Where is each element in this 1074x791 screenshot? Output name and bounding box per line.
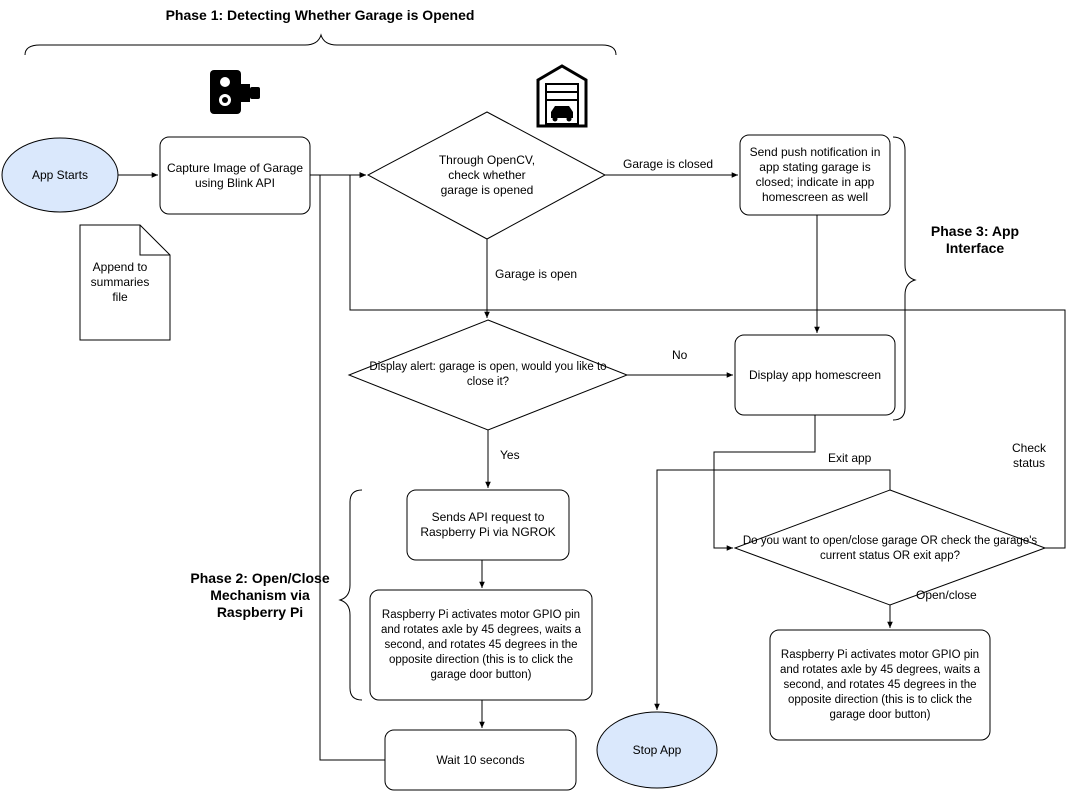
- app-starts-label: App Starts: [31, 167, 89, 182]
- phase1-title: Phase 1: Detecting Whether Garage is Ope…: [165, 7, 475, 23]
- append-label: Append to summaries file: [90, 260, 150, 304]
- phase2-brace: [338, 489, 363, 701]
- stop-node: [596, 711, 718, 789]
- phase3-brace: [892, 136, 917, 421]
- edge-choice-check: [349, 172, 1066, 549]
- api-label: Sends API request to Raspberry Pi via NG…: [420, 510, 556, 539]
- pi1-node: [369, 589, 593, 701]
- push-node: [739, 134, 891, 216]
- edge-wait-loop: [319, 172, 385, 761]
- camera-icon: [210, 70, 260, 114]
- stop-label: Stop App: [632, 742, 682, 757]
- capture-label: Capture Image of Garage using Blink API: [166, 160, 304, 190]
- edge-homescreen-choice: [713, 415, 816, 551]
- append-node-fold: [139, 225, 170, 256]
- edge-label-closed: Garage is closed: [623, 157, 714, 171]
- api-node: [406, 489, 570, 561]
- alert-label: Display alert: garage is open, would you…: [369, 361, 607, 388]
- choice-label: Do you want to open/close garage OR chec…: [742, 535, 1038, 562]
- pi2-label: Raspberry Pi activates motor GPIO pin an…: [779, 648, 981, 721]
- edge-label-no: No: [672, 348, 688, 362]
- edge-label-yes: Yes: [500, 448, 520, 462]
- phase1-brace: [24, 33, 617, 56]
- append-node: [79, 224, 171, 341]
- edge-label-openclose: Open/close: [916, 588, 977, 602]
- opencv-label: Through OpenCV, check whether garage is …: [438, 152, 536, 197]
- edge-label-exit: Exit app: [828, 451, 872, 465]
- push-label: Send push notification in app stating ga…: [749, 145, 881, 204]
- edge-label-check: Check status: [1012, 441, 1047, 470]
- wait-label: Wait 10 seconds: [436, 752, 525, 767]
- edge-label-open: Garage is open: [495, 267, 578, 281]
- pi2-node: [769, 629, 991, 741]
- edge-choice-stop: [654, 469, 891, 710]
- garage-icon: [536, 64, 588, 128]
- phase3-title: Phase 3: App Interface: [930, 223, 1020, 256]
- phase2-title: Phase 2: Open/Close Mechanism via Raspbe…: [190, 570, 330, 620]
- homescreen-label: Display app homescreen: [748, 367, 882, 382]
- pi1-label: Raspberry Pi activates motor GPIO pin an…: [380, 608, 582, 681]
